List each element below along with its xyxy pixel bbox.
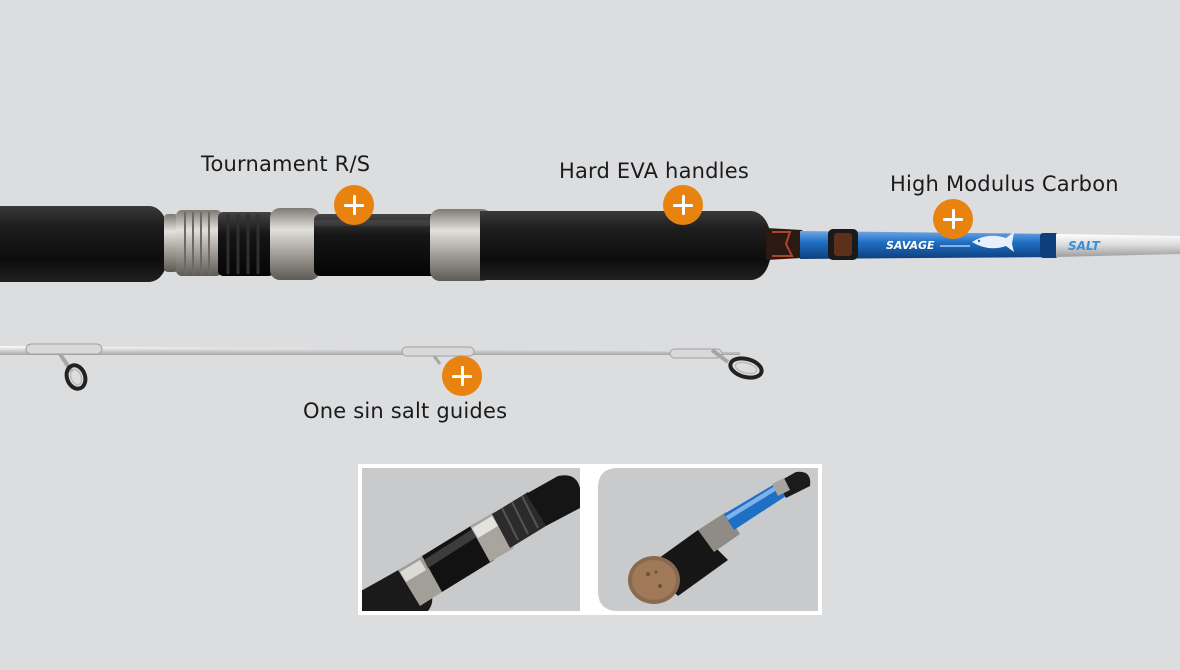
lock-nut — [176, 210, 222, 276]
grey-blank — [1056, 234, 1180, 257]
thumbnail-butt-cap[interactable] — [598, 468, 818, 611]
reel-seat-thread — [218, 212, 274, 276]
feature-label-guides: One sin salt guides — [303, 399, 508, 423]
guide-2 — [401, 346, 475, 365]
hotspot-reel-seat-button[interactable] — [334, 185, 374, 225]
reel-seat-hood-front — [270, 208, 320, 280]
hotspot-handles-button[interactable] — [663, 185, 703, 225]
fish-logo-icon — [972, 232, 1014, 252]
tip-section — [0, 346, 740, 355]
butt-ring — [164, 214, 178, 272]
rod-model-text: SALT — [1068, 239, 1101, 253]
butt-cap-closeup-image — [598, 468, 818, 611]
hotspot-carbon-button[interactable] — [933, 199, 973, 239]
feature-label-reel-seat: Tournament R/S — [201, 152, 371, 176]
guide-1 — [25, 343, 103, 391]
thumbnail-reel-seat[interactable] — [362, 468, 580, 611]
reel-seat-closeup-image — [362, 468, 580, 611]
hotspot-guides-button[interactable] — [442, 356, 482, 396]
reel-seat-hood-rear — [430, 209, 492, 281]
thumbnail-strip — [358, 464, 822, 615]
reel-seat-body — [314, 214, 440, 276]
butt-grip — [0, 206, 170, 282]
feature-label-carbon: High Modulus Carbon — [890, 172, 1119, 196]
rod-brand-text: SAVAGE — [886, 239, 935, 252]
guide-3 — [669, 348, 764, 380]
feature-label-handles: Hard EVA handles — [559, 159, 749, 183]
front-grip — [480, 211, 772, 280]
